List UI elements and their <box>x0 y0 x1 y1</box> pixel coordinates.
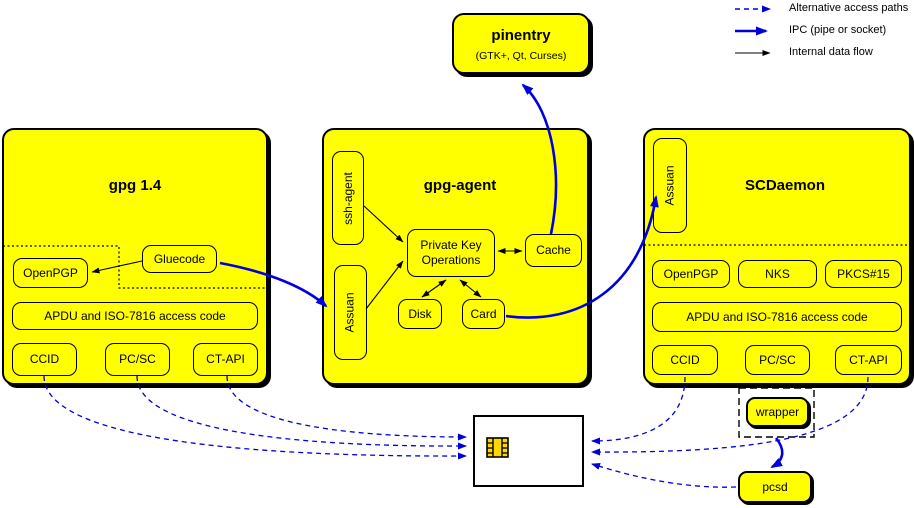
wrapper-box: wrapper <box>746 397 809 427</box>
gpg-agent-ssh-agent-box: ssh-agent <box>332 151 364 245</box>
gpg14-openpgp-box: OpenPGP <box>13 258 88 288</box>
gpg14-ccid-label: CCID <box>29 352 60 366</box>
scdaemon-pcsc-label: PC/SC <box>759 352 796 367</box>
gpg-agent-title: gpg-agent <box>423 177 497 194</box>
scdaemon-ctapi-box: CT-API <box>835 345 902 375</box>
smartcard <box>473 415 584 487</box>
alt-gpg14-ccid-to-card <box>43 375 467 460</box>
pko-label-line1: Private Key <box>420 238 482 252</box>
scdaemon-apdu-label: APDU and ISO-7816 access code <box>686 309 868 324</box>
scdaemon-openpgp-label: OpenPGP <box>663 266 719 281</box>
gpg14-title: gpg 1.4 <box>108 177 162 194</box>
smartcard-chip-icon <box>486 437 509 458</box>
alt-gpg14-ctapi-to-card <box>226 375 467 441</box>
legend-label-alternative: Alternative access paths <box>789 2 909 14</box>
scdaemon-assuan-box: Assuan <box>653 138 687 233</box>
alt-gpg14-pcsc-to-card <box>136 375 467 450</box>
scdaemon-ccid-label: CCID <box>670 352 700 367</box>
scdaemon-title: SCDaemon <box>744 177 826 194</box>
disk-label: Disk <box>408 306 432 321</box>
card-box: Card <box>462 299 505 329</box>
gpg14-ccid-box: CCID <box>12 343 77 376</box>
scdaemon-assuan-label: Assuan <box>662 165 677 206</box>
pcsd-box: pcsd <box>738 471 812 503</box>
cache-label: Cache <box>536 243 571 257</box>
scdaemon-ctapi-label: CT-API <box>849 352 888 367</box>
scdaemon-pcsc-box: PC/SC <box>745 345 810 375</box>
gpg14-gluecode-label: Gluecode <box>153 251 206 266</box>
scdaemon-box <box>643 128 911 385</box>
gpg-agent-assuan-label: Assuan <box>343 292 357 333</box>
pinentry-title: pinentry <box>491 27 551 44</box>
gpg14-pcsc-label: PC/SC <box>119 352 156 366</box>
scdaemon-openpgp-box: OpenPGP <box>652 260 730 288</box>
pko-label-line2: Operations <box>421 253 481 267</box>
ipc-wrapper-to-pcsd <box>770 437 784 469</box>
gpg14-gluecode-box: Gluecode <box>142 245 217 273</box>
scdaemon-apdu-box: APDU and ISO-7816 access code <box>652 302 902 332</box>
pcsd-label: pcsd <box>762 479 788 494</box>
scdaemon-nks-box: NKS <box>738 260 817 288</box>
cache-box: Cache <box>525 234 582 267</box>
ssh-agent-label: ssh-agent <box>340 171 355 225</box>
pinentry-box <box>452 13 590 74</box>
alt-scdaemon-ctapi-to-card <box>591 376 869 456</box>
gpg14-apdu-box: APDU and ISO-7816 access code <box>12 302 258 330</box>
gpg14-apdu-label: APDU and ISO-7816 access code <box>44 308 226 323</box>
private-key-operations-box: Private Key Operations <box>407 229 495 277</box>
gpg14-pcsc-box: PC/SC <box>105 343 170 376</box>
nks-label: NKS <box>765 266 790 281</box>
legend-label-ipc: IPC (pipe or socket) <box>789 24 887 36</box>
wrapper-label: wrapper <box>755 404 800 419</box>
gpg14-ctapi-box: CT-API <box>193 343 258 376</box>
gpg-agent-assuan-box: Assuan <box>334 265 367 360</box>
legend-label-internal: Internal data flow <box>789 46 873 58</box>
pinentry-subtitle: (GTK+, Qt, Curses) <box>475 50 567 62</box>
gpg14-openpgp-label: OpenPGP <box>23 265 78 280</box>
disk-box: Disk <box>398 299 442 329</box>
pkcs15-label: PKCS#15 <box>837 266 890 281</box>
scdaemon-ccid-box: CCID <box>652 345 718 375</box>
gpg14-ctapi-label: CT-API <box>206 352 245 366</box>
scdaemon-pkcs15-box: PKCS#15 <box>825 260 902 288</box>
alt-scdaemon-ccid-to-card <box>591 376 686 445</box>
card-label: Card <box>470 306 497 321</box>
alt-pcsd-to-card <box>591 463 737 488</box>
